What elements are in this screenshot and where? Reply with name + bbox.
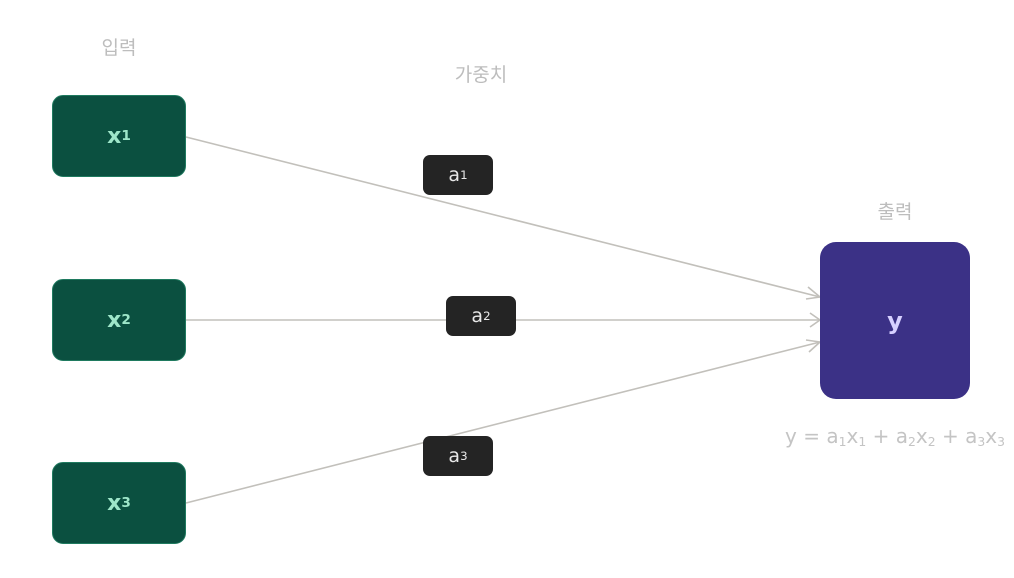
input-subscript: 3 — [121, 495, 131, 511]
input-column-label: 입력 — [101, 37, 137, 59]
weight-subscript: 1 — [460, 168, 468, 182]
input-var: x — [107, 123, 122, 149]
weight-var: a — [448, 445, 461, 467]
formula-term-3: a3x3 — [965, 424, 1005, 450]
formula-plus: + — [872, 424, 890, 448]
edge-x3-y — [185, 341, 821, 504]
formula-lhs: y = — [785, 424, 820, 448]
output-node-y: y — [820, 242, 970, 399]
weight-var: a — [448, 164, 461, 186]
output-var: y — [887, 306, 903, 335]
formula-term-1: a1x1 — [826, 424, 867, 450]
output-formula: y = a1x1 + a2x2 + a3x3 — [785, 424, 1005, 449]
input-subscript: 1 — [121, 128, 131, 144]
weight-var: a — [471, 305, 484, 327]
weight-subscript: 3 — [460, 449, 468, 463]
arrowhead-3 — [805, 339, 822, 353]
edge-x1-y — [185, 136, 821, 298]
arrowhead-1 — [805, 286, 822, 300]
input-subscript: 2 — [121, 312, 131, 328]
input-var: x — [107, 307, 122, 333]
input-var: x — [107, 490, 122, 516]
formula-term-2: a2x2 — [895, 424, 936, 450]
formula-plus: + — [941, 424, 959, 448]
weights-column-label: 가중치 — [454, 64, 508, 86]
weight-subscript: 2 — [483, 309, 491, 323]
output-column-label: 출력 — [877, 201, 913, 223]
